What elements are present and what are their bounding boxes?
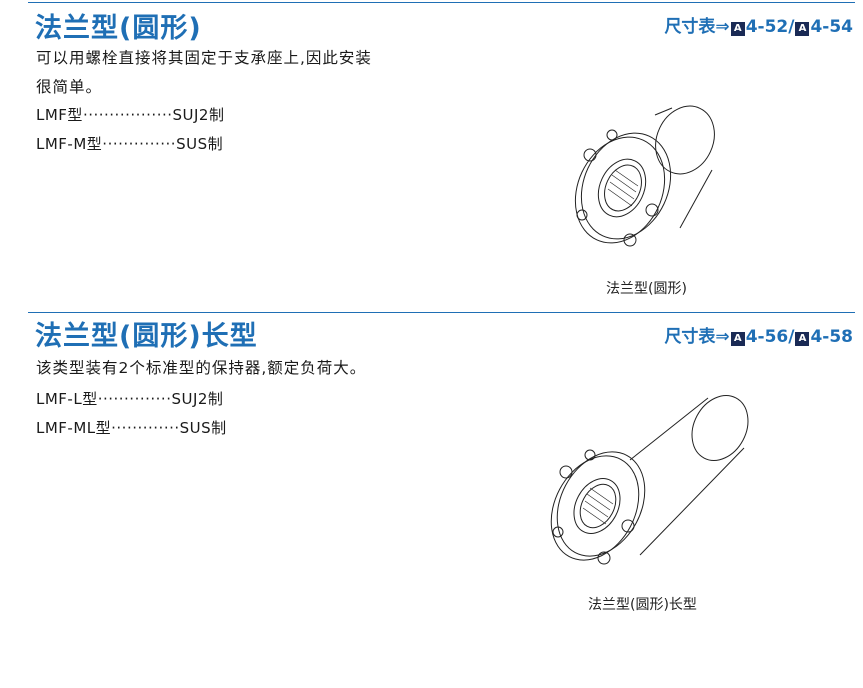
dimref-prefix: 尺寸表⇒ [664,17,730,37]
dimref-sep: / [788,17,795,37]
desc-line: 很简单。 [36,78,103,96]
dimref-sep: / [788,327,795,347]
section2-top-rule [28,312,855,313]
model-material: SUJ2制 [171,390,224,408]
catalog-a-icon: A [730,22,745,36]
model-material: SUJ2制 [172,106,225,124]
leader-dots: ············· [111,419,180,437]
leader-dots: ·············· [102,135,177,153]
catalog-a-icon: A [795,332,810,346]
desc-line: 该类型装有2个标准型的保持器,额定负荷大。 [36,359,367,377]
model-row: LMF-L型··············SUJ2制 [36,388,223,409]
section1-title: 法兰型(圆形) [35,13,202,44]
leader-dots: ·············· [97,390,172,408]
section1-description: 可以用螺栓直接将其固定于支承座上,因此安装 很简单。 [36,44,372,102]
dimref-page-a[interactable]: 4-52 [745,17,789,37]
model-material: SUS制 [179,419,227,437]
dimref-prefix: 尺寸表⇒ [664,327,730,347]
model-row: LMF-ML型·············SUS制 [36,417,227,438]
flange-round-long-drawing [550,395,749,565]
desc-line: 可以用螺栓直接将其固定于支承座上,因此安装 [36,49,372,67]
model-name: LMF型 [36,106,83,124]
dimref-page-b[interactable]: 4-58 [810,327,853,347]
catalog-a-icon: A [730,332,745,346]
model-name: LMF-M型 [36,135,103,153]
section2-title: 法兰型(圆形)长型 [35,321,258,352]
model-row: LMF型·················SUJ2制 [36,104,224,125]
flange-round-drawing [574,105,715,247]
section2-figure-caption: 法兰型(圆形)长型 [588,597,697,613]
section2-description: 该类型装有2个标准型的保持器,额定负荷大。 [36,354,366,383]
dimref-page-b[interactable]: 4-54 [810,17,853,37]
model-material: SUS制 [176,135,224,153]
model-name: LMF-ML型 [36,419,112,437]
section1-figure-caption: 法兰型(圆形) [606,281,687,297]
model-name: LMF-L型 [36,390,98,408]
section1-top-rule [28,2,855,3]
leader-dots: ················· [82,106,173,124]
dimref-page-a[interactable]: 4-56 [745,327,789,347]
model-row: LMF-M型··············SUS制 [36,133,223,154]
catalog-a-icon: A [795,22,810,36]
